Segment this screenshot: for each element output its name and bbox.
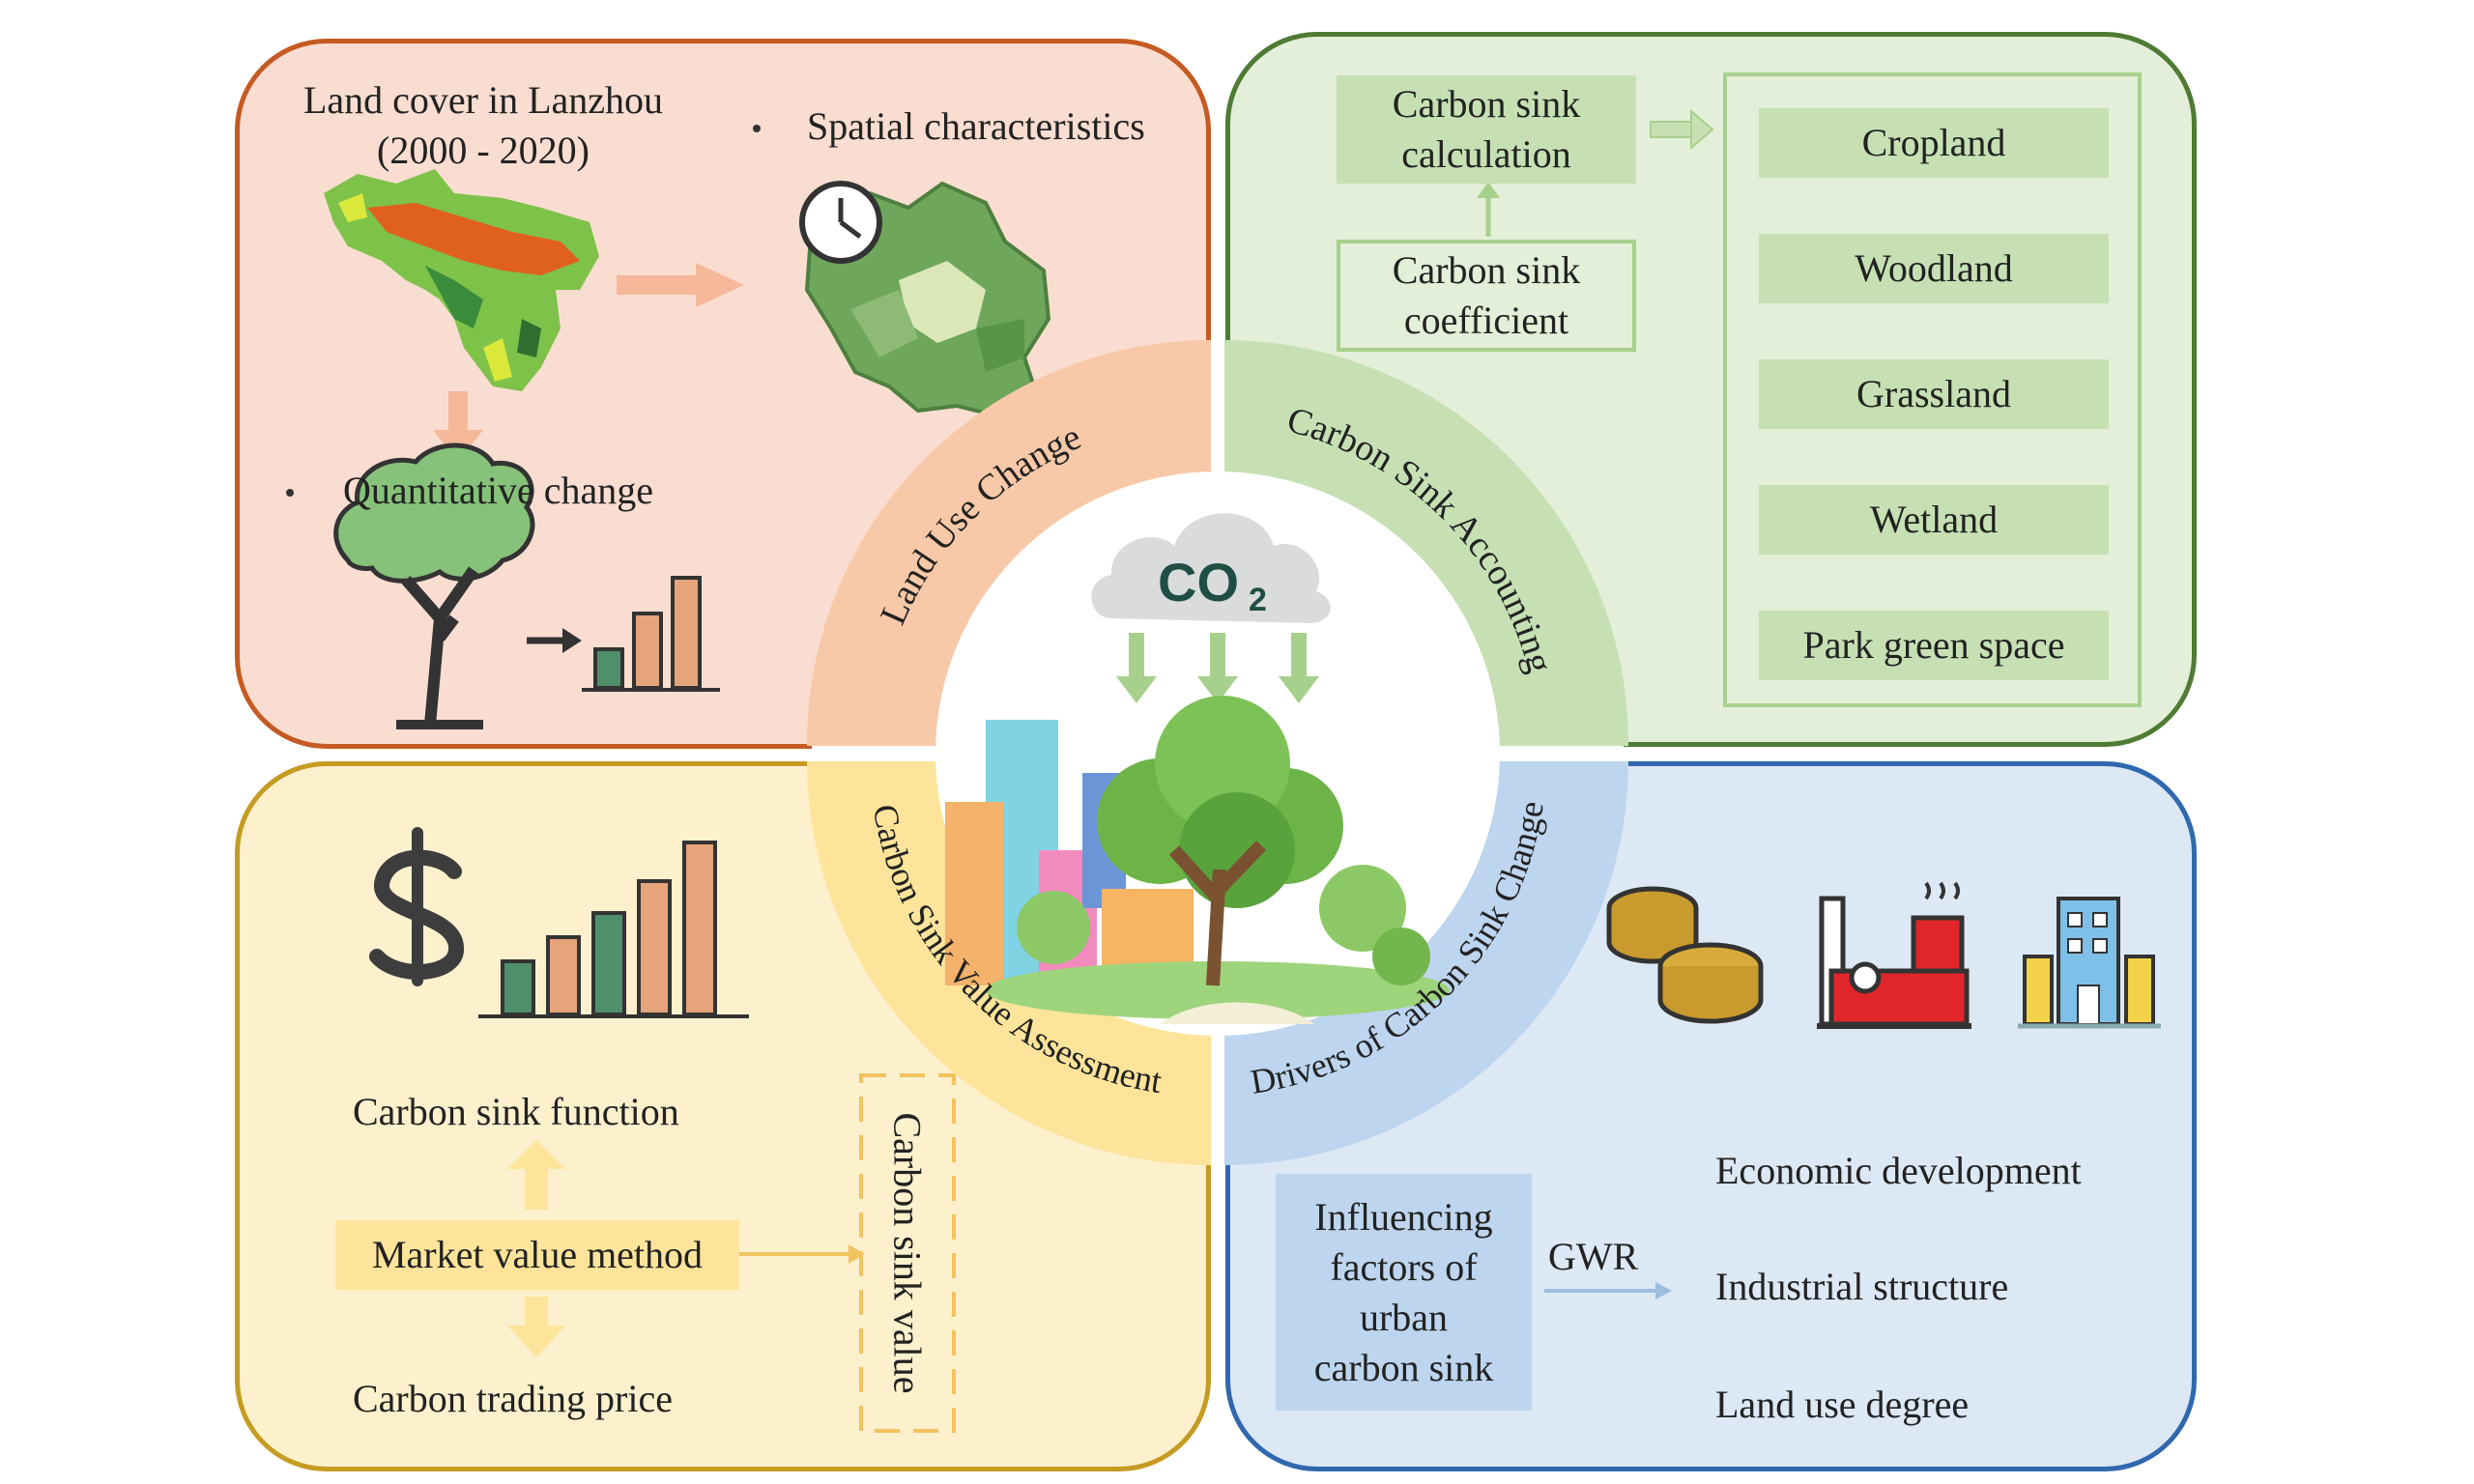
land-type-wetland: Wetland xyxy=(1759,485,2109,555)
factors-line3: urban xyxy=(1359,1295,1449,1339)
land-cover-title-line2: (2000 - 2020) xyxy=(377,128,590,172)
carbon-sink-function: Carbon sink function xyxy=(353,1090,679,1133)
arrow-right-icon xyxy=(1544,1282,1672,1299)
clock-icon xyxy=(799,181,882,264)
bullet-quantitative-change: Quantitative change xyxy=(343,469,653,512)
bullet-dot xyxy=(286,489,294,497)
bullet-dot xyxy=(753,125,761,132)
driver-industrial-structure: Industrial structure xyxy=(1715,1265,2009,1308)
buildings-icon xyxy=(2018,897,2161,1029)
driver-land-use-degree: Land use degree xyxy=(1715,1383,1970,1426)
influencing-factors-box: Influencing factors of urban carbon sink xyxy=(1276,1174,1532,1411)
factors-line4: carbon sink xyxy=(1313,1345,1494,1389)
co2-subscript: 2 xyxy=(1249,582,1267,618)
bar-chart-icon xyxy=(478,841,749,1018)
co2-label: CO xyxy=(1158,552,1239,613)
land-type-grassland: Grassland xyxy=(1759,359,2109,429)
arrow-icon xyxy=(527,628,582,653)
calc-line2: calculation xyxy=(1401,132,1571,176)
carbon-trading-price: Carbon trading price xyxy=(353,1377,673,1420)
arrow-up-icon xyxy=(507,1140,565,1210)
map-icon xyxy=(324,169,599,391)
arrow-right-icon xyxy=(739,1244,865,1264)
market-value-method-box: Market value method xyxy=(335,1220,739,1290)
gwr-label: GWR xyxy=(1548,1235,1639,1278)
coef-line2: coefficient xyxy=(1403,299,1569,342)
coins-icon xyxy=(1606,886,1764,1024)
carbon-sink-calculation-box: Carbon sink calculation xyxy=(1337,75,1636,184)
carbon-sink-value-box xyxy=(859,1073,956,1433)
arrow-right-icon xyxy=(617,263,744,307)
land-type-park-green-space: Park green space xyxy=(1759,611,2109,680)
driver-economic-development: Economic development xyxy=(1715,1149,2082,1192)
calc-line1: Carbon sink xyxy=(1392,82,1581,126)
factors-line1: Influencing xyxy=(1314,1194,1493,1239)
land-type-woodland: Woodland xyxy=(1759,234,2109,303)
arrow-right-icon xyxy=(1650,108,1714,151)
land-type-cropland: Cropland xyxy=(1759,108,2109,178)
bullet-spatial-characteristics: Spatial characteristics xyxy=(807,104,1145,148)
factory-icon xyxy=(1817,881,1971,1029)
factors-line2: factors of xyxy=(1330,1244,1478,1289)
tree-icon xyxy=(333,442,535,729)
carbon-sink-coefficient-box: Carbon sink coefficient xyxy=(1337,240,1636,352)
cloud-icon xyxy=(1091,513,1331,623)
coef-line1: Carbon sink xyxy=(1392,248,1581,292)
carbon-sink-value-label: Carbon sink value xyxy=(885,1112,930,1394)
land-cover-title: Land cover in Lanzhou (2000 - 2020) xyxy=(271,75,696,176)
city-icon xyxy=(945,696,1450,1024)
arrow-up-icon xyxy=(1477,182,1500,237)
land-cover-title-line1: Land cover in Lanzhou xyxy=(302,78,664,122)
land-type-list xyxy=(1723,72,2142,707)
arrow-down-icon xyxy=(507,1297,565,1357)
dollar-icon xyxy=(369,827,464,986)
arrows-down-icon xyxy=(1116,633,1319,703)
bar-chart-icon xyxy=(582,576,720,692)
